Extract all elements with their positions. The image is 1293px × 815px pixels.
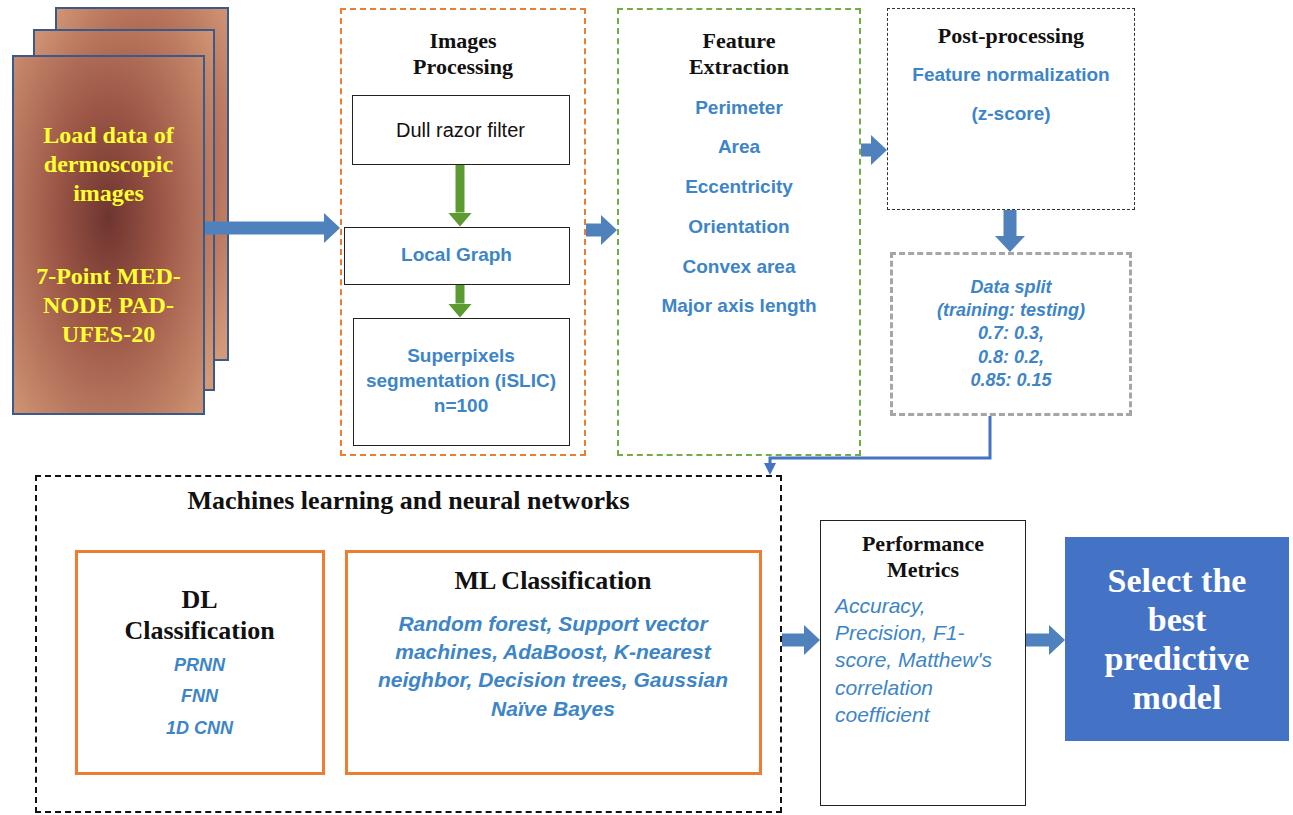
box-text: Superpixels segmentation (iSLIC) n=100	[362, 344, 561, 418]
box-text: 7-Point MED-NODE PAD-UFES-20	[26, 262, 191, 348]
flow-arrow	[586, 224, 601, 237]
box-heading: ML Classification	[454, 565, 651, 596]
group-box: Feature ExtractionPerimeterAreaEccentric…	[617, 8, 861, 456]
process-box: Dull razor filter	[352, 95, 570, 165]
box-text: Dull razor filter	[361, 117, 561, 143]
box-text: Area	[718, 135, 760, 160]
box-text: Machines learning and neural networks	[47, 485, 770, 516]
group-box: Machines learning and neural networks DL …	[35, 475, 782, 813]
box-text: Local Graph	[353, 243, 561, 268]
box-text: Major axis length	[661, 294, 816, 319]
box-heading: Performance Metrics	[843, 531, 1003, 584]
process-box: Post-processingFeature normalization (z-s…	[887, 8, 1135, 210]
group-box: Images ProcessingDull razor filterLocal …	[340, 8, 586, 456]
process-box: Data split(training: testing)0.7: 0.3,0.…	[890, 252, 1132, 416]
process-box: Performance MetricsAccuracy, Precision, …	[820, 520, 1026, 806]
flow-arrow	[205, 222, 324, 235]
box-text: FNN	[181, 685, 218, 708]
flow-arrow	[456, 285, 465, 304]
box-text: PRNN	[174, 654, 225, 677]
image-card: Load data of dermoscopic images 7-Point M…	[12, 55, 205, 415]
process-box: Superpixels segmentation (iSLIC) n=100	[353, 318, 570, 446]
box-text: Orientation	[688, 215, 789, 240]
box-text: Eccentricity	[685, 175, 793, 200]
box-heading: Post-processing	[938, 23, 1084, 49]
process-box: ML ClassificationRandom forest, Support …	[345, 550, 762, 775]
flow-arrow	[861, 144, 871, 157]
flow-arrow	[456, 165, 465, 213]
box-heading: Load data of dermoscopic images	[26, 121, 191, 207]
box-text: Select the best predictive model	[1075, 561, 1279, 717]
result-box: Select the best predictive model	[1065, 537, 1289, 741]
box-heading: Feature Extraction	[664, 28, 814, 81]
box-text: 1D CNN	[166, 717, 233, 740]
box-text: Accuracy, Precision, F1-score, Matthew's…	[835, 592, 1011, 728]
process-box: Local Graph	[344, 227, 570, 285]
box-text: Images Processing	[388, 28, 538, 81]
box-text: Random forest, Support vector machines, …	[362, 610, 745, 723]
box-text: Convex area	[682, 255, 795, 280]
box-text: (z-score)	[971, 102, 1050, 127]
flow-arrow	[1004, 210, 1017, 236]
box-heading: Data split	[901, 276, 1121, 299]
flow-arrow	[782, 634, 804, 647]
box-text: (training: testing)	[901, 299, 1121, 322]
box-heading: DL Classification	[115, 584, 285, 646]
flow-arrow	[1026, 634, 1049, 647]
process-box: DL ClassificationPRNN FNN 1D CNN	[75, 550, 325, 775]
box-text: Feature normalization	[912, 63, 1109, 88]
box-text: Perimeter	[695, 96, 783, 121]
box-text: 0.8: 0.2,	[901, 346, 1121, 369]
box-text: 0.7: 0.3,	[901, 322, 1121, 345]
box-text: 0.85: 0.15	[901, 369, 1121, 392]
